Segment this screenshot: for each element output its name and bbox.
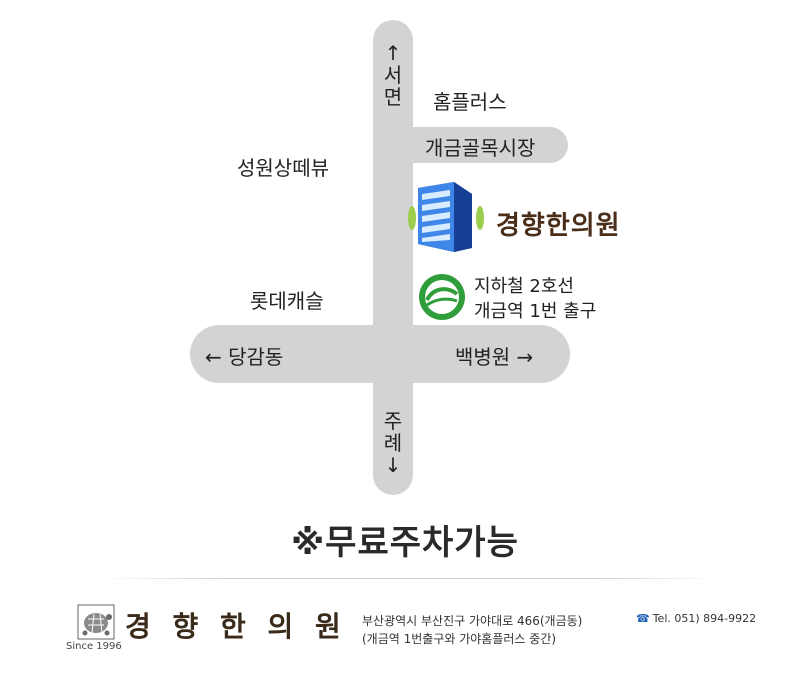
telephone: ☎Tel. 051) 894-9922 xyxy=(636,612,757,625)
arrow-up-icon: ↑ xyxy=(384,41,402,65)
road-label-south: 주 례 ↓ xyxy=(378,410,408,476)
landmark-seongwon: 성원상떼뷰 xyxy=(237,156,329,180)
free-parking-notice: ※무료주차가능 xyxy=(291,523,519,563)
divider xyxy=(100,578,720,579)
turtle-logo-icon xyxy=(77,604,115,640)
building-icon xyxy=(408,182,484,252)
subway-exit: 개금역 1번 출구 xyxy=(474,301,597,322)
road-label-east: 백병원 → xyxy=(455,345,534,369)
landmark-lotte: 롯데캐슬 xyxy=(250,289,324,313)
landmark-homeplus: 홈플러스 xyxy=(433,90,507,114)
address-line-1: 부산광역시 부산진구 가야대로 466(개금동) xyxy=(362,614,583,628)
address-line-2: (개금역 1번출구와 가야홈플러스 중간) xyxy=(362,632,557,646)
phone-icon: ☎ xyxy=(636,612,650,625)
subway-logo-icon xyxy=(419,274,465,320)
subway-line: 지하철 2호선 xyxy=(474,276,574,297)
arrow-down-icon: ↓ xyxy=(384,453,402,477)
road-label-north: ↑ 서 면 xyxy=(378,42,408,108)
road-branch xyxy=(400,127,568,163)
road-label-branch: 개금골목시장 xyxy=(425,136,536,160)
road-label-west: ← 당감동 xyxy=(205,345,284,369)
clinic-name: 경향한의원 xyxy=(496,211,621,241)
road-horizontal xyxy=(190,325,570,383)
road-vertical xyxy=(373,20,413,495)
footer-clinic-name: 경 향 한 의 원 xyxy=(125,610,347,643)
since-year: Since 1996 xyxy=(66,641,122,652)
